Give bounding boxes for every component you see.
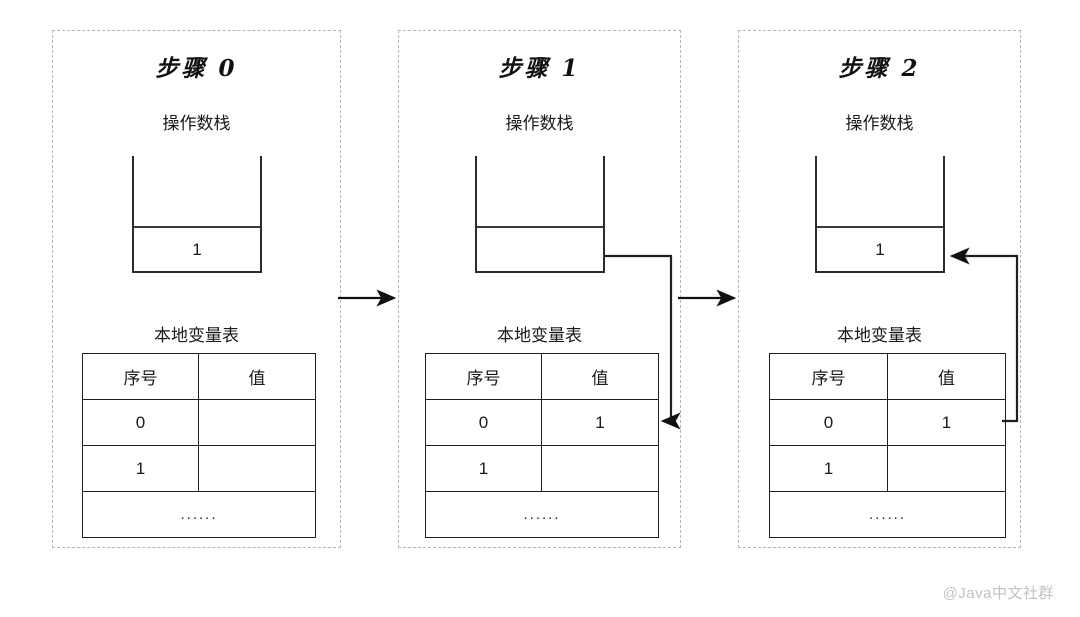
table-footer-row: ......: [82, 491, 316, 538]
step-title-1: 步骤 1: [498, 55, 581, 82]
table-footer-row: ......: [769, 491, 1006, 538]
operand-stack-label-2: 操作数栈: [845, 114, 914, 133]
operand-stack-slot-0: 1: [192, 239, 202, 259]
local-variable-table-label-0: 本地变量表: [154, 326, 239, 345]
table-cell-value: [887, 445, 1006, 492]
table-cell-index: 0: [769, 399, 888, 446]
operand-stack-slot-2: 1: [875, 239, 885, 259]
table-header-value: 值: [541, 353, 659, 400]
operand-stack-label-0: 操作数栈: [162, 114, 231, 133]
operand-stack-1: [475, 156, 605, 273]
table-header-index: 序号: [425, 353, 542, 400]
operand-stack-label-1: 操作数栈: [505, 114, 574, 133]
step-title-2: 步骤 2: [838, 55, 921, 82]
table-cell-index: 0: [82, 399, 199, 446]
table-header-value: 值: [887, 353, 1006, 400]
table-cell-index: 1: [82, 445, 199, 492]
table-header-row: 序号 值: [82, 353, 316, 400]
operand-stack-0: 1: [132, 156, 262, 273]
table-cell-value: 1: [887, 399, 1006, 446]
table-cell-value: [198, 445, 316, 492]
local-variable-table-1: 序号 值 0 1 1 ......: [425, 353, 659, 538]
table-row: 1: [425, 445, 659, 492]
step-panel-0: 步骤 0 操作数栈 1 本地变量表 序号 值 0 1: [52, 30, 341, 548]
watermark: @Java中文社群: [942, 585, 1054, 602]
table-row: 0: [82, 399, 316, 446]
table-ellipsis: ......: [82, 491, 316, 538]
operand-stack-free-space-1: [477, 156, 603, 228]
step-panel-1: 步骤 1 操作数栈 本地变量表 序号 值 0 1 1: [398, 30, 681, 548]
table-header-index: 序号: [769, 353, 888, 400]
local-variable-table-2: 序号 值 0 1 1 ......: [769, 353, 1006, 538]
table-cell-index: 0: [425, 399, 542, 446]
operand-stack-slot-1: [477, 228, 603, 271]
table-row: 1: [769, 445, 1006, 492]
table-header-row: 序号 值: [769, 353, 1006, 400]
table-row: 1: [82, 445, 316, 492]
table-cell-value: [198, 399, 316, 446]
table-cell-index: 1: [425, 445, 542, 492]
local-variable-table-label-2: 本地变量表: [837, 326, 922, 345]
table-row: 0 1: [769, 399, 1006, 446]
local-variable-table-label-1: 本地变量表: [497, 326, 582, 345]
local-variable-table-0: 序号 值 0 1 ......: [82, 353, 316, 538]
table-ellipsis: ......: [769, 491, 1006, 538]
table-header-value: 值: [198, 353, 316, 400]
table-footer-row: ......: [425, 491, 659, 538]
operand-stack-free-space-2: [817, 156, 943, 228]
table-cell-value: [541, 445, 659, 492]
table-header-row: 序号 值: [425, 353, 659, 400]
step-title-0: 步骤 0: [155, 55, 238, 82]
step-panel-2: 步骤 2 操作数栈 1 本地变量表 序号 值 0 1 1: [738, 30, 1021, 548]
operand-stack-2: 1: [815, 156, 945, 273]
operand-stack-free-space-0: [134, 156, 260, 228]
table-header-index: 序号: [82, 353, 199, 400]
table-row: 0 1: [425, 399, 659, 446]
table-ellipsis: ......: [425, 491, 659, 538]
table-cell-index: 1: [769, 445, 888, 492]
table-cell-value: 1: [541, 399, 659, 446]
